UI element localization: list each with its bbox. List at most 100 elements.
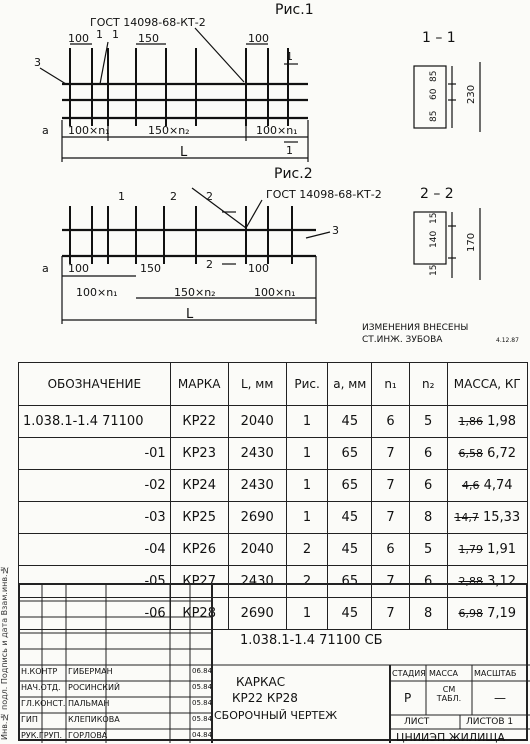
section11-dim-c: 85: [429, 111, 439, 122]
fig1-dim-mid: 150×n₂: [148, 124, 190, 137]
signature-name: КЛЕПИКОВА: [68, 715, 120, 724]
signature-role: Н.КОНТР: [21, 667, 58, 676]
a-correction: 5: [349, 414, 359, 429]
fig2-gost: ГОСТ 14098-68-КТ-2: [266, 188, 382, 201]
cell-L: 2690: [227, 501, 287, 534]
scale-value: —: [494, 691, 506, 705]
mass-old: 14,7: [454, 511, 479, 524]
col-L: L, мм: [227, 362, 287, 406]
fig2-cut-mark-low: 2: [206, 258, 213, 271]
a-value: 4: [341, 510, 350, 525]
fig1-pos-1a: 1: [96, 28, 103, 41]
cell-n1: 7: [371, 501, 410, 534]
cell-n1: 7: [371, 469, 410, 502]
fig1-dim-100-right: 100: [248, 32, 269, 45]
cell-designation: -01: [18, 437, 171, 470]
mass-new: 4,74: [483, 478, 513, 493]
organization: ЦНИИЭП ЖИЛИЩА: [396, 731, 505, 744]
fig1-dim-100-left: 100: [68, 32, 89, 45]
drawing-figures: Рис.1 ГОСТ 14098-68-КТ-2 100 150 100 1 1…: [34, 2, 519, 345]
cell-mass: 6,98 7,19: [446, 597, 529, 630]
signature-name: РОСИНСКИЙ: [68, 683, 120, 692]
a-value: 45: [341, 542, 359, 557]
stage-value: Р: [404, 691, 412, 705]
fig1-pos-1b: 1: [112, 28, 119, 41]
col-designation: ОБОЗНАЧЕНИЕ: [18, 362, 171, 406]
col-mark: МАРКА: [169, 362, 229, 406]
mass-new: 7,19: [487, 606, 517, 621]
signature-date: 05.84: [192, 715, 213, 723]
cell-mark: КР27: [169, 565, 229, 598]
cell-n2: 5: [408, 533, 448, 566]
cell-L: 2430: [227, 437, 287, 470]
title-doc-code: 1.038.1-1.4 71100 СБ: [240, 633, 383, 648]
fig2-dim-left: 100×n₁: [76, 286, 118, 299]
cell-mass: 2,88 3,12: [446, 565, 529, 598]
fig2-pos-2: 2: [170, 190, 177, 203]
signature-date: 04.84: [192, 731, 213, 739]
cell-n2: 6: [408, 437, 448, 470]
fig2-cut-mark: 2: [206, 190, 213, 203]
col-a: a, мм: [327, 362, 373, 406]
section22-dim-c: 15: [429, 265, 439, 276]
section11-dim-a: 85: [429, 71, 439, 82]
changes-line1: ИЗМЕНЕНИЯ ВНЕСЕНЫ: [362, 323, 468, 333]
mass-old: 6,58: [458, 447, 483, 460]
fig2-title: Рис.2: [274, 166, 313, 182]
a-value: 6: [341, 478, 350, 493]
scale-header: МАСШТАБ: [474, 669, 517, 678]
signature-role: НАЧ.ОТД.: [21, 683, 61, 692]
section11-dim-b: 60: [429, 88, 439, 100]
cell-L: 2040: [227, 405, 287, 438]
cell-designation: -02: [18, 469, 171, 502]
mass-new: 1,98: [487, 414, 517, 429]
mass-new: 6,72: [487, 446, 517, 461]
cell-designation: -04: [18, 533, 171, 566]
fig2-dim-150: 150: [140, 262, 161, 275]
fig1-cut-mark: 1: [286, 50, 293, 63]
cell-designation: -03: [18, 501, 171, 534]
mass-value: СМ ТАБЛ.: [436, 685, 462, 703]
cell-mark: КР22: [169, 405, 229, 438]
cell-fig: 1: [285, 437, 329, 470]
mass-new: 1,91: [487, 542, 517, 557]
cell-mark: КР28: [169, 597, 229, 630]
mass-new: 3,12: [487, 574, 517, 589]
a-correction: 5: [349, 446, 359, 461]
mass-old: 4,6: [461, 479, 480, 492]
mass-new: 15,33: [482, 510, 521, 525]
col-fig: Рис.: [285, 362, 329, 406]
section11-total: 230: [466, 85, 477, 104]
cell-a: 45: [327, 597, 373, 630]
cell-n1: 6: [371, 533, 410, 566]
fig1-title: Рис.1: [275, 2, 314, 18]
fig1-cut-mark-low: 1: [286, 144, 293, 157]
title-name-2: КР22 КР28: [232, 691, 298, 705]
fig1-dim-150: 150: [138, 32, 159, 45]
cell-mass: 4,6 4,74: [446, 469, 529, 502]
a-value: 6: [341, 446, 350, 461]
title-block: 1.038.1-1.4 71100 СБ КАРКАС КР22 КР28 СБ…: [18, 583, 530, 744]
fig1-gost: ГОСТ 14098-68-КТ-2: [90, 16, 206, 29]
sheet-label: ЛИСТ: [404, 717, 430, 727]
fig1-dim-left: 100×n₁: [68, 124, 110, 137]
mass-old: 6,98: [458, 607, 483, 620]
cell-L: 2040: [227, 533, 287, 566]
fig2-dim-right: 100×n₁: [254, 286, 296, 299]
cell-n1: 6: [371, 405, 410, 438]
cell-n2: 8: [408, 597, 448, 630]
col-n2: n₂: [408, 362, 448, 406]
cell-fig: 1: [285, 501, 329, 534]
cell-fig: 2: [285, 533, 329, 566]
cell-a: 65: [327, 565, 373, 598]
fig2-a-label: a: [42, 262, 49, 275]
section22-dim-b: 140: [429, 231, 439, 248]
signature-role: ГИП: [21, 715, 38, 724]
